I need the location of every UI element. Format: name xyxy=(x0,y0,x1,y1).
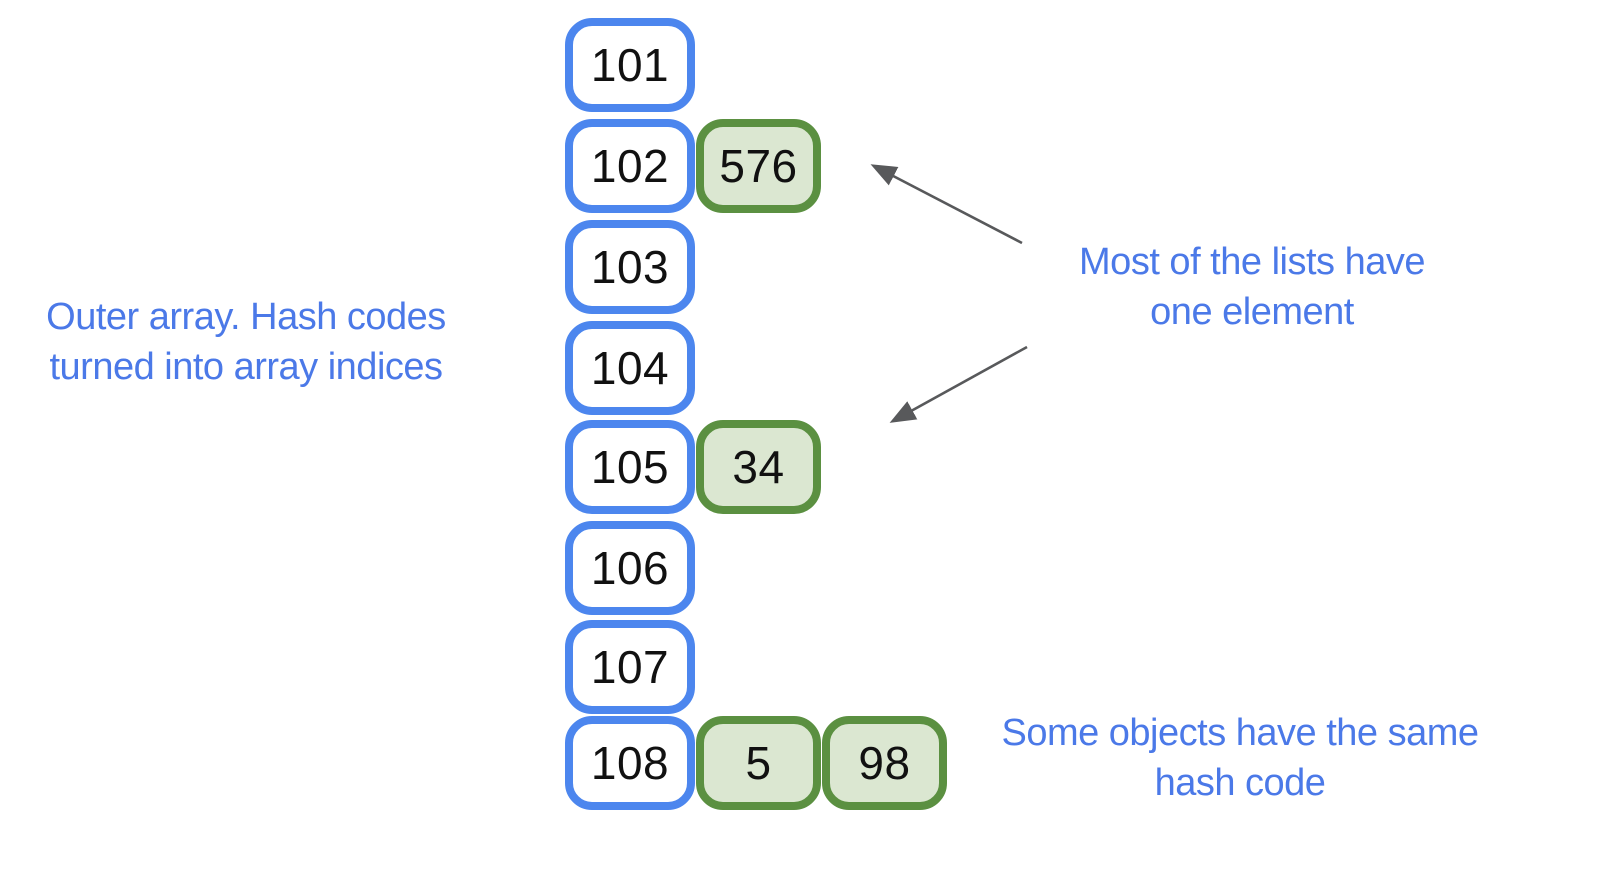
label-line: Outer array. Hash codes xyxy=(46,296,446,338)
array-index-value: 104 xyxy=(590,342,670,394)
collision-label: Some objects have the same hash code xyxy=(975,708,1505,808)
outer-array-label: Outer array. Hash codes turned into arra… xyxy=(30,292,462,392)
array-index-box: 105 xyxy=(565,420,695,514)
array-row-103: 103 xyxy=(565,220,695,314)
array-index-value: 105 xyxy=(590,441,670,493)
array-index-box: 107 xyxy=(565,620,695,714)
single-element-label: Most of the lists have one element xyxy=(1032,237,1472,337)
array-index-box: 108 xyxy=(565,716,695,810)
list-value: 34 xyxy=(732,441,785,493)
array-row-101: 101 xyxy=(565,18,695,112)
label-line: hash code xyxy=(1154,762,1326,804)
array-index-box: 104 xyxy=(565,321,695,415)
list-value-box: 98 xyxy=(822,716,947,810)
array-index-box: 103 xyxy=(565,220,695,314)
label-line: Most of the lists have xyxy=(1079,241,1425,283)
array-row-107: 107 xyxy=(565,620,695,714)
arrow-up-left-icon xyxy=(870,164,1023,245)
list-value: 576 xyxy=(719,140,798,192)
label-line: Some objects have the same xyxy=(1001,712,1479,754)
array-row-106: 106 xyxy=(565,521,695,615)
array-index-box: 101 xyxy=(565,18,695,112)
array-row-102: 102 576 xyxy=(565,119,821,213)
label-line: turned into array indices xyxy=(49,346,443,388)
array-row-108: 108 5 98 xyxy=(565,716,947,810)
array-index-value: 107 xyxy=(590,641,670,693)
label-line: one element xyxy=(1150,291,1354,333)
array-index-value: 101 xyxy=(590,39,670,91)
array-index-box: 106 xyxy=(565,521,695,615)
array-index-value: 106 xyxy=(590,542,670,594)
arrow-down-left-icon xyxy=(889,345,1028,423)
array-row-105: 105 34 xyxy=(565,420,821,514)
array-index-box: 102 xyxy=(565,119,695,213)
array-index-value: 103 xyxy=(590,241,670,293)
array-row-104: 104 xyxy=(565,321,695,415)
list-value-box: 34 xyxy=(696,420,821,514)
list-value: 98 xyxy=(858,737,911,789)
list-value-box: 5 xyxy=(696,716,821,810)
list-value: 5 xyxy=(745,737,772,789)
array-index-value: 108 xyxy=(590,737,670,789)
list-value-box: 576 xyxy=(696,119,821,213)
array-index-value: 102 xyxy=(590,140,670,192)
